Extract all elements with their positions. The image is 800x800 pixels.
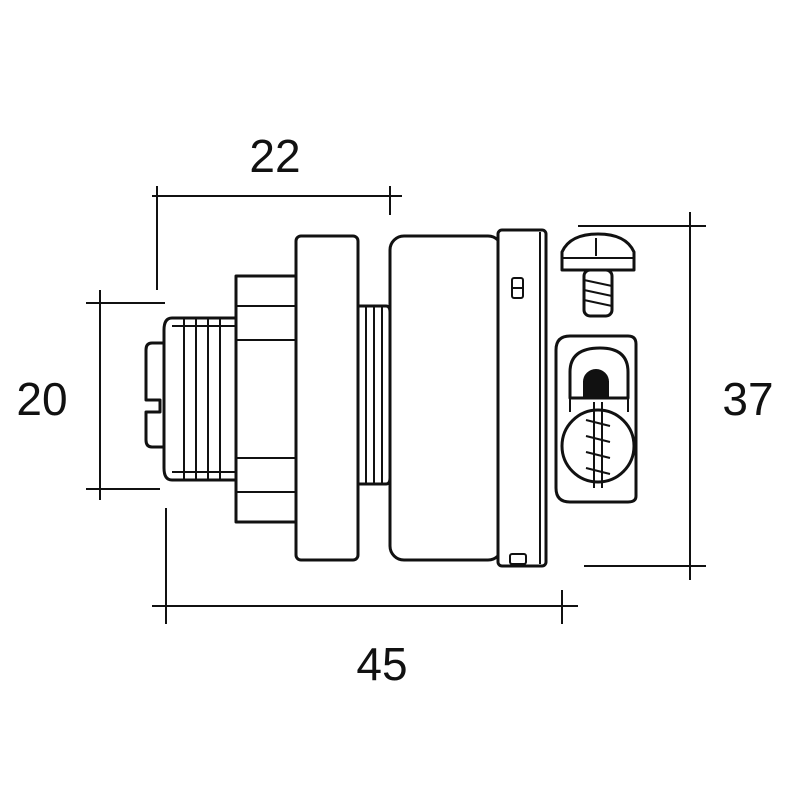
- rear-threaded-section: [356, 304, 392, 486]
- dimension-left-height: 20: [16, 373, 67, 425]
- dimension-top-width: 22: [249, 130, 300, 182]
- dimension-lines: [86, 186, 706, 624]
- hex-nut: [234, 274, 300, 524]
- dimension-bottom-width: 45: [356, 638, 407, 690]
- switch-body: [144, 228, 638, 568]
- terminal-block: [554, 232, 638, 504]
- dimension-right-height: 37: [722, 373, 773, 425]
- mounting-flange: [294, 234, 360, 562]
- rear-cap: [496, 228, 548, 568]
- main-housing: [388, 234, 504, 562]
- front-threaded-bushing: [162, 316, 240, 482]
